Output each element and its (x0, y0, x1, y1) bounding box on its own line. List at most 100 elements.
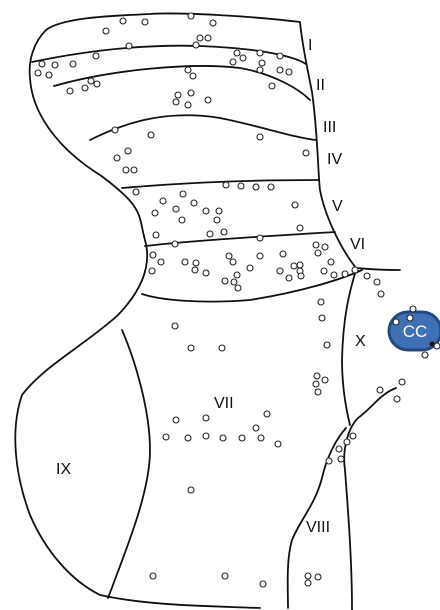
neuron-dot (172, 241, 178, 247)
neuron-dot (318, 299, 324, 305)
neuron-dot (268, 184, 274, 190)
label-lamina-4: IV (327, 151, 342, 168)
neuron-dot (407, 315, 413, 321)
neuron-dot (264, 411, 270, 417)
neuron-dot (286, 69, 292, 75)
neuron-dot (322, 377, 328, 383)
label-lamina-5: V (332, 198, 343, 215)
neuron-dot (173, 206, 179, 212)
neuron-dot (394, 396, 400, 402)
neuron-dot (193, 260, 199, 266)
neuron-dot (319, 315, 325, 321)
neuron-dot (277, 53, 283, 59)
neuron-dot (314, 373, 320, 379)
neuron-dot (94, 81, 100, 87)
neuron-dot (277, 67, 283, 73)
neuron-dot (39, 61, 45, 67)
neuron-dot (378, 291, 384, 297)
label-lamina-10: X (355, 333, 366, 350)
neuron-dot (149, 268, 155, 274)
neuron-dot (220, 435, 226, 441)
neuron-dot (188, 13, 194, 19)
neuron-dot (222, 278, 228, 284)
neuron-dot (253, 184, 259, 190)
neuron-dot (52, 62, 58, 68)
neuron-dot (326, 458, 332, 464)
label-lamina-1: I (308, 37, 312, 54)
neuron-dot (374, 279, 380, 285)
divider-lamina-7-8 (288, 428, 346, 608)
neuron-dot (148, 132, 154, 138)
neuron-dot (324, 342, 330, 348)
neuron-dot (277, 268, 283, 274)
neuron-dot (223, 182, 229, 188)
neuron-dot (185, 102, 191, 108)
neuron-dot (179, 217, 185, 223)
divider-lamina-6-7 (142, 270, 362, 302)
neuron-dot (216, 208, 222, 214)
neuron-dot (70, 61, 76, 67)
neuron-dot (275, 441, 281, 447)
neuron-dot (142, 19, 148, 25)
label-lamina-9: IX (56, 461, 71, 478)
neuron-dot (150, 573, 156, 579)
neuron-dot (203, 270, 209, 276)
neuron-dot (82, 85, 88, 91)
neuron-dot (253, 425, 259, 431)
neuron-dot (203, 415, 209, 421)
neuron-dot (219, 345, 225, 351)
neuron-dot (160, 198, 166, 204)
neuron-dot (207, 231, 213, 237)
neuron-dot (234, 272, 240, 278)
neuron-dot (331, 272, 337, 278)
neuron-dot (322, 244, 328, 250)
neuron-dot (131, 167, 137, 173)
neuron-dot (182, 259, 188, 265)
neuron-dot (338, 456, 344, 462)
neuron-dot (298, 273, 304, 279)
neuron-dot (185, 435, 191, 441)
label-lamina-2: II (316, 77, 325, 94)
neuron-dot (286, 275, 292, 281)
neuron-dot (238, 183, 244, 189)
neuron-dot (230, 259, 236, 265)
neuron-dot (422, 352, 428, 358)
neuron-dot (193, 42, 199, 48)
neuron-dot (103, 28, 109, 34)
neuron-dot (257, 235, 263, 241)
neuron-dot (158, 259, 164, 265)
neuron-dot (203, 433, 209, 439)
neuron-dot (305, 580, 311, 586)
neuron-dot (191, 200, 197, 206)
central-canal-label: CC (403, 322, 428, 341)
neuron-dot (203, 208, 209, 214)
neuron-dot (231, 279, 237, 285)
neuron-dot (280, 251, 286, 257)
neuron-dot (150, 252, 156, 258)
label-lamina-6: VI (350, 236, 365, 253)
neuron-dot (240, 55, 246, 61)
neuron-dot (35, 70, 41, 76)
divider-lamina-7-9 (108, 330, 150, 598)
neuron-dot (214, 217, 220, 223)
neuron-dot (190, 73, 196, 79)
neuron-dot (315, 389, 321, 395)
neuron-dot (205, 35, 211, 41)
central-canal: CC (389, 312, 440, 350)
neuron-dot (257, 50, 263, 56)
neuron-dot (321, 268, 327, 274)
neuron-dot (291, 263, 297, 269)
neuron-dot (173, 417, 179, 423)
divider-lamina-3-4 (90, 115, 316, 140)
neuron-dot (210, 20, 216, 26)
neuron-dot (125, 148, 131, 154)
neuron-dot (313, 381, 319, 387)
neuron-dot (364, 273, 370, 279)
neuron-dot (67, 88, 73, 94)
neuron-dot (399, 379, 405, 385)
neuron-dot (46, 72, 52, 78)
neuron-dot (114, 155, 120, 161)
neuron-dot (350, 433, 356, 439)
neuron-dot (257, 253, 263, 259)
neuron-dot (120, 18, 126, 24)
